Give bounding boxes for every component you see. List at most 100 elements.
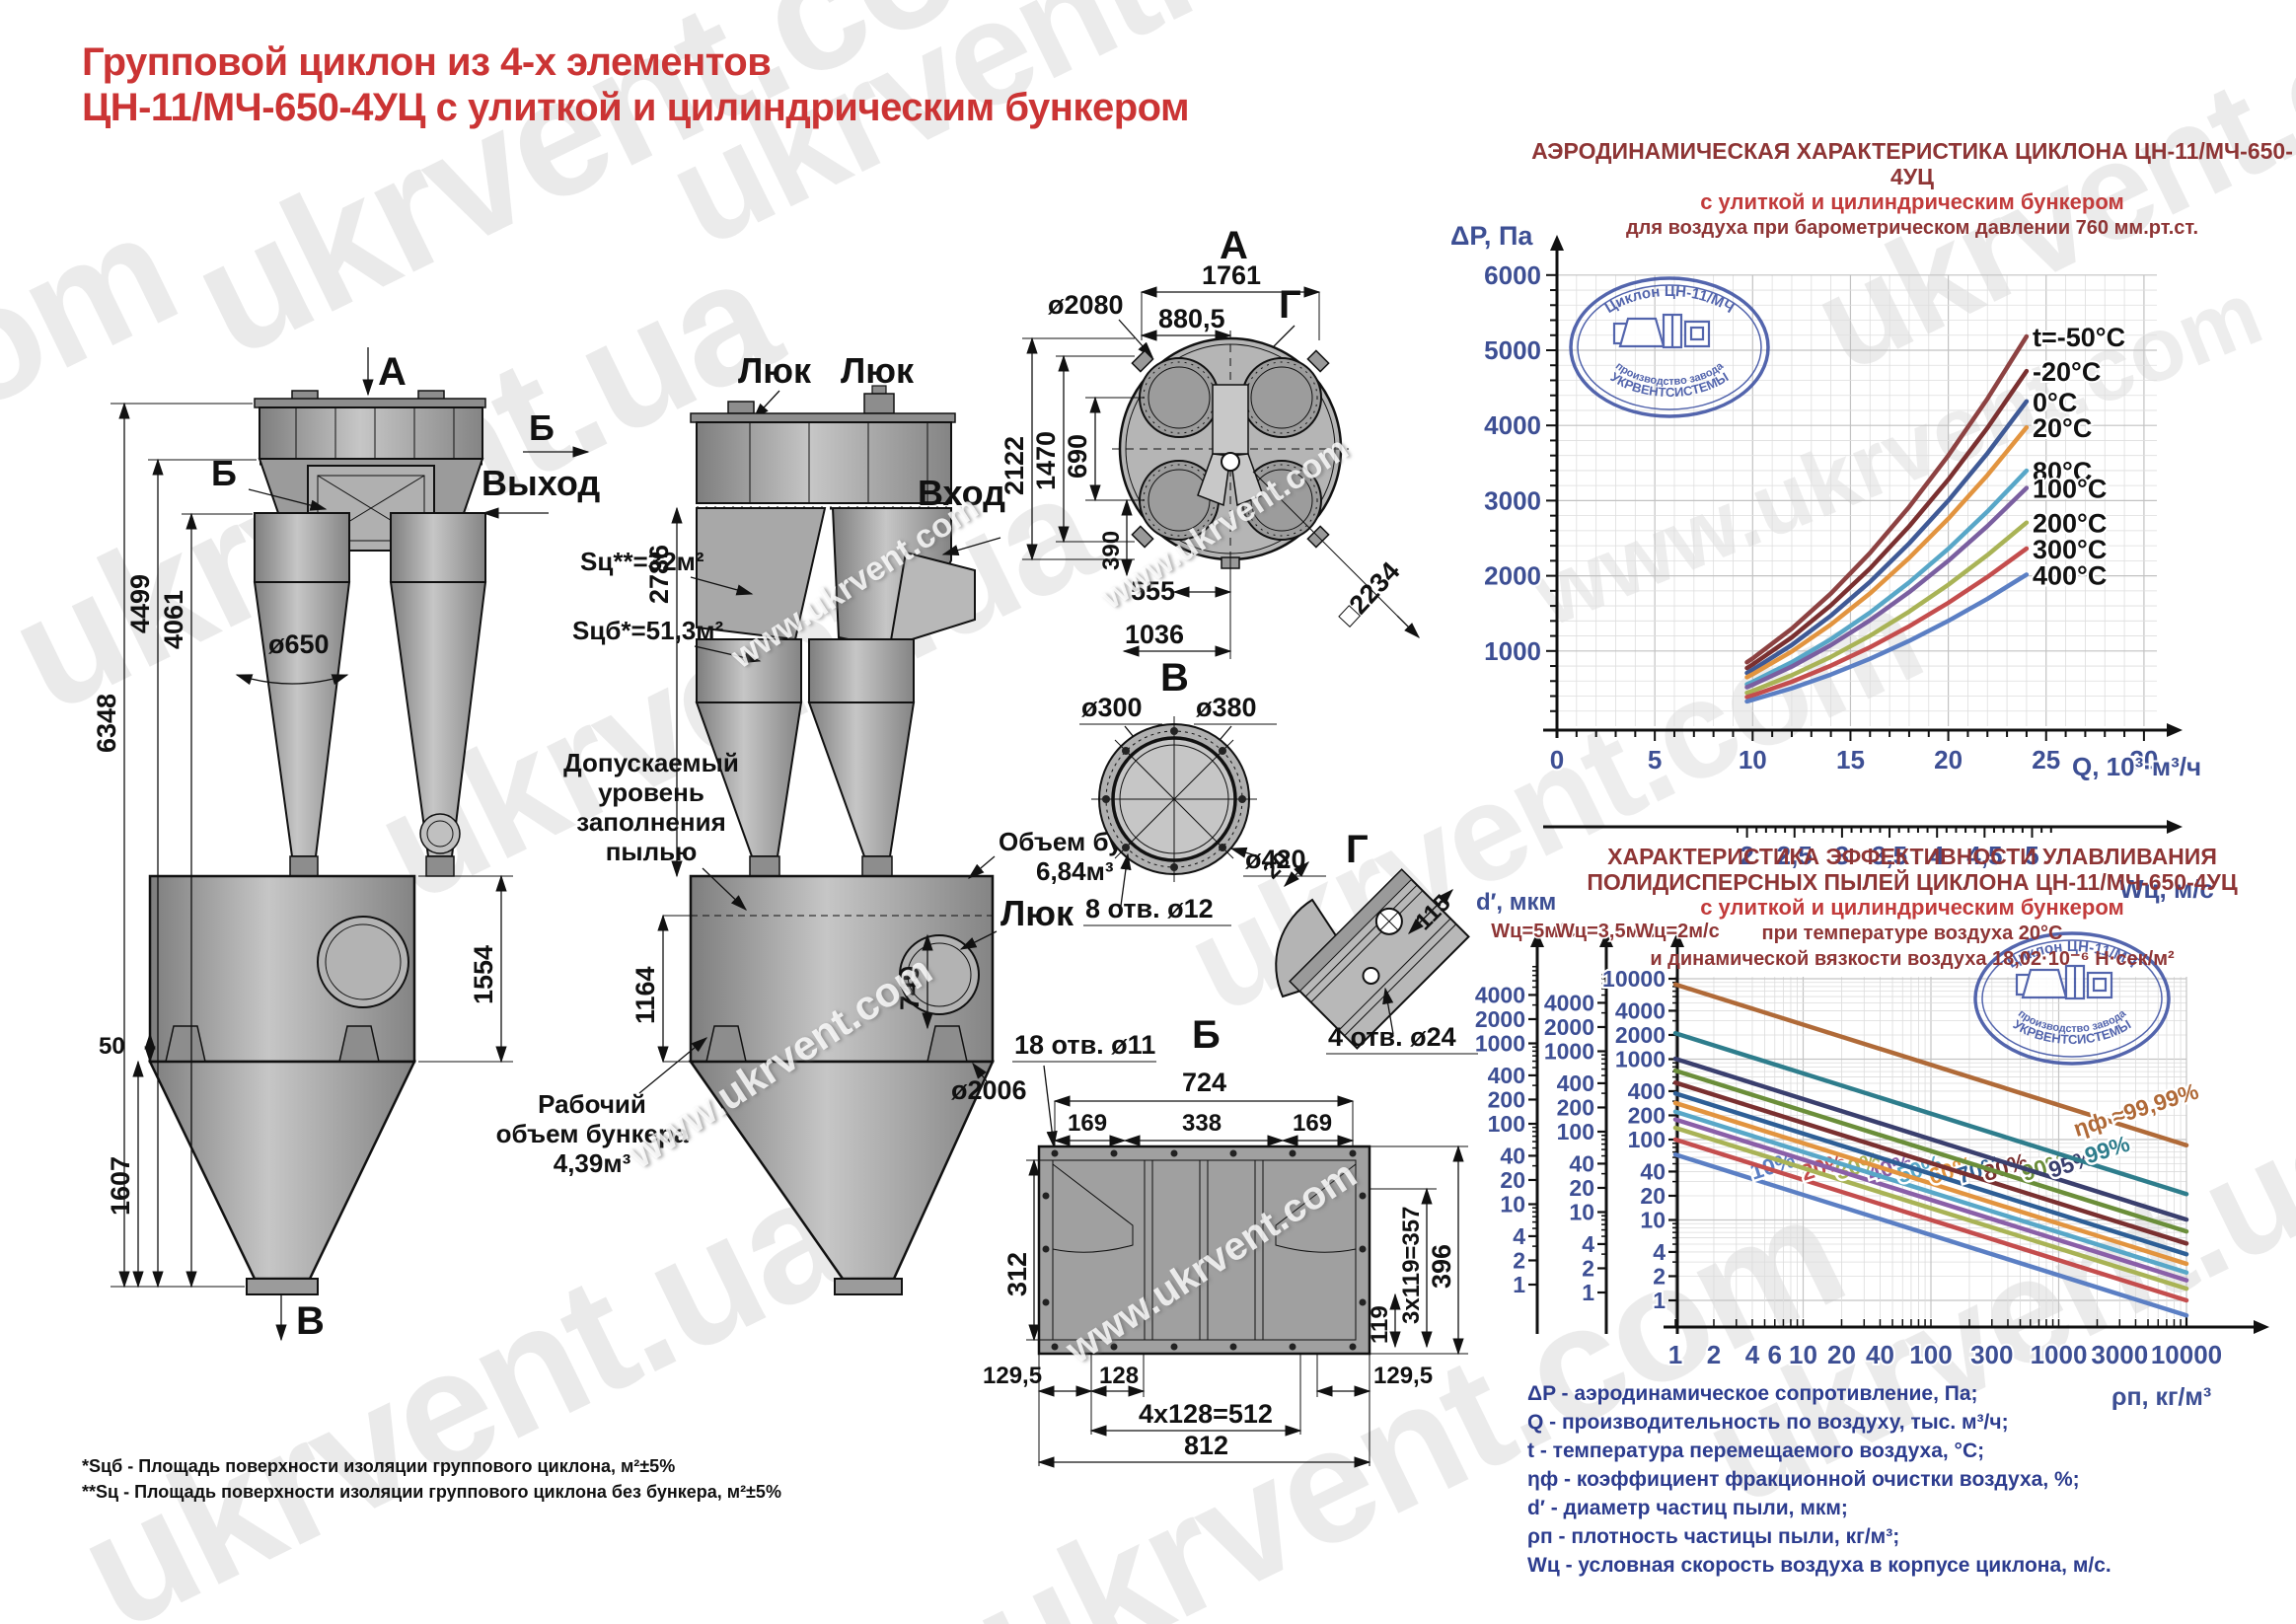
legend-line: d′ - диаметр частиц пыли, мкм; bbox=[1527, 1497, 1848, 1519]
eff-x-tick-label: 20 bbox=[1827, 1340, 1856, 1369]
eff-y-tick-label: 40 bbox=[1640, 1158, 1666, 1184]
eff-title-line-4: при температуре воздуха 20°С bbox=[1761, 923, 2063, 944]
eff-y-tick-label: 100 bbox=[1488, 1111, 1525, 1137]
aero-wc-axis-label: Wц, м/с bbox=[2119, 874, 2214, 904]
eff-y-tick-label: 4000 bbox=[1475, 982, 1525, 1007]
axis-arrow bbox=[1550, 235, 1564, 251]
eff-y-tick-label: 4 bbox=[1653, 1239, 1666, 1265]
eff-title-line-1: ХАРАКТЕРИСТИКА ЭФФЕКТИВНОСТИ УЛАВЛИВАНИЯ bbox=[1607, 844, 2217, 869]
dim-724: 724 bbox=[1182, 1068, 1226, 1097]
view-g-title: Г bbox=[1346, 828, 1369, 871]
dim-dia-300: ø300 bbox=[1081, 693, 1143, 722]
eff-line-90% bbox=[1672, 1068, 2189, 1234]
aero-curve-label: 300°C bbox=[2033, 535, 2107, 564]
aero-curve-label: -20°C bbox=[2033, 357, 2101, 387]
dim-812: 812 bbox=[1184, 1431, 1228, 1460]
aero-curve-label: 200°C bbox=[2033, 509, 2107, 539]
dim-1295-right: 129,5 bbox=[1373, 1363, 1433, 1389]
dim-4x128: 4x128=512 bbox=[1139, 1399, 1273, 1429]
front-view: А Б ø650 bbox=[92, 347, 513, 1343]
legend-line: Q - производительность по воздуху, тыс. … bbox=[1527, 1411, 2009, 1434]
eff-x-tick-label: 100 bbox=[1909, 1340, 1952, 1369]
top-view: А 1761 ø2080 880,5 Г bbox=[1000, 224, 1420, 659]
dim-2122: 2122 bbox=[1000, 436, 1029, 495]
eff-y-tick-label: 2000 bbox=[1544, 1014, 1594, 1040]
eff-line-30% bbox=[1672, 1125, 2189, 1292]
eff-y-tick-label: 20 bbox=[1500, 1167, 1525, 1193]
aero-title-line-1: АЭРОДИНАМИЧЕСКАЯ ХАРАКТЕРИСТИКА ЦИКЛОНА … bbox=[1531, 138, 2293, 189]
eff-y-tick-label: 4 bbox=[1513, 1223, 1525, 1249]
aero-title-line-3: для воздуха при барометрическом давлении… bbox=[1625, 217, 2199, 239]
eff-y-tick-label: 4000 bbox=[1544, 990, 1594, 1015]
dim-128: 128 bbox=[1099, 1363, 1139, 1389]
dim-dia-2006: ø2006 bbox=[951, 1075, 1027, 1105]
dim-119: 119 bbox=[1367, 1305, 1393, 1344]
aero-x-tick-label: 5 bbox=[1648, 745, 1662, 775]
eff-y-tick-label: 10 bbox=[1569, 1200, 1594, 1225]
eff-y-tick-label: 1000 bbox=[1615, 1047, 1666, 1072]
aero-curve-300°C bbox=[1744, 546, 2030, 700]
factory-stamp: Циклон ЦН-11/МЧУКРВЕНТСИСТЕМЫпроизводств… bbox=[1569, 276, 1770, 418]
aero-curve-400°C bbox=[1744, 572, 2030, 704]
eff-y-tick-label: 200 bbox=[1488, 1086, 1525, 1112]
eff-y-tick-label: 2 bbox=[1582, 1255, 1594, 1281]
eff-x-tick-label: 3000 bbox=[2091, 1340, 2148, 1369]
dim-749: 749 bbox=[895, 966, 925, 1010]
legend-line: ΔP - аэродинамическое сопротивление, Па; bbox=[1527, 1382, 1978, 1405]
dim-6348: 6348 bbox=[92, 694, 121, 753]
aero-curve-200°C bbox=[1744, 520, 2030, 696]
eff-x-tick-label: 2 bbox=[1707, 1340, 1721, 1369]
view-v-title: В bbox=[1160, 656, 1189, 700]
aero-curve-t=-50°C bbox=[1744, 333, 2030, 665]
eff-x-tick-label: 10 bbox=[1789, 1340, 1817, 1369]
aero-curve-label: 0°C bbox=[2033, 388, 2077, 417]
eff-axis-header: Wц=5м/с bbox=[1491, 921, 1575, 942]
dim-1164: 1164 bbox=[630, 966, 660, 1024]
eff-y-tick-label: 20 bbox=[1569, 1175, 1594, 1201]
side-view: Люк Люк Б Выход Вход bbox=[481, 350, 1196, 1295]
aero-title-line-2: с улиткой и цилиндрическим бункером bbox=[1700, 189, 2124, 214]
axis-arrow bbox=[2254, 1320, 2269, 1334]
dim-4499: 4499 bbox=[125, 574, 155, 633]
eff-x-axis-label: ρп, кг/м³ bbox=[2111, 1383, 2211, 1411]
view-v: В ø300 ø380 ø420 8 отв. ø12 bbox=[1079, 656, 1326, 926]
dim-1036: 1036 bbox=[1125, 620, 1184, 649]
eff-line-50% bbox=[1672, 1109, 2189, 1276]
eff-y-tick-label: 40 bbox=[1569, 1150, 1594, 1176]
flange-bolt-holes bbox=[1042, 1149, 1367, 1351]
axis-arrow bbox=[1530, 931, 1544, 947]
view-b-flange: 18 отв. ø11 Б 724 169 338 169 bbox=[983, 1013, 1468, 1468]
aero-wc-tick-label: 3,5 bbox=[1872, 841, 1907, 870]
legend-line: ηф - коэффициент фракционной очистки воз… bbox=[1527, 1468, 2080, 1491]
eff-line-40% bbox=[1672, 1117, 2189, 1283]
eff-line-10% bbox=[1672, 1151, 2189, 1318]
aero-curve-label: 80°C bbox=[2033, 457, 2092, 486]
eff-x-tick-label: 6 bbox=[1768, 1340, 1782, 1369]
aero-y-tick-label: 5000 bbox=[1484, 335, 1541, 365]
aero-x-tick-label: 15 bbox=[1836, 745, 1865, 775]
aero-x-tick-label: 10 bbox=[1739, 745, 1767, 775]
eff-y-tick-label: 2 bbox=[1513, 1247, 1525, 1273]
eff-title-line-3: с улиткой и цилиндрическим бункером bbox=[1700, 895, 2124, 920]
section-label-a: А bbox=[378, 350, 407, 394]
aero-curve-0°C bbox=[1744, 399, 2030, 676]
aero-x-tick-label: 30 bbox=[2129, 745, 2158, 775]
aero-x-tick-label: 20 bbox=[1934, 745, 1963, 775]
aero-curve-100°C bbox=[1744, 485, 2030, 690]
holes-8x12-label: 8 отв. ø12 bbox=[1085, 894, 1214, 923]
aero-y-tick-label: 1000 bbox=[1484, 636, 1541, 666]
eff-y-tick-label: 1000 bbox=[1475, 1031, 1525, 1057]
aero-wc-tick-label: 4,5 bbox=[1966, 841, 2002, 870]
dim-169-left: 169 bbox=[1068, 1110, 1107, 1137]
eff-x-tick-label: 40 bbox=[1866, 1340, 1894, 1369]
bunker-volume-label-2: 6,84м³ bbox=[1036, 856, 1114, 886]
working-volume-2: объем бункера bbox=[496, 1119, 689, 1148]
aero-y-tick-label: 4000 bbox=[1484, 410, 1541, 440]
dim-555: 555 bbox=[1131, 576, 1175, 606]
eff-x-tick-label: 10000 bbox=[2151, 1340, 2222, 1369]
aero-curve-label: 20°C bbox=[2033, 413, 2092, 443]
axis-arrow bbox=[2167, 820, 2183, 834]
aero-y-tick-label: 6000 bbox=[1484, 260, 1541, 290]
